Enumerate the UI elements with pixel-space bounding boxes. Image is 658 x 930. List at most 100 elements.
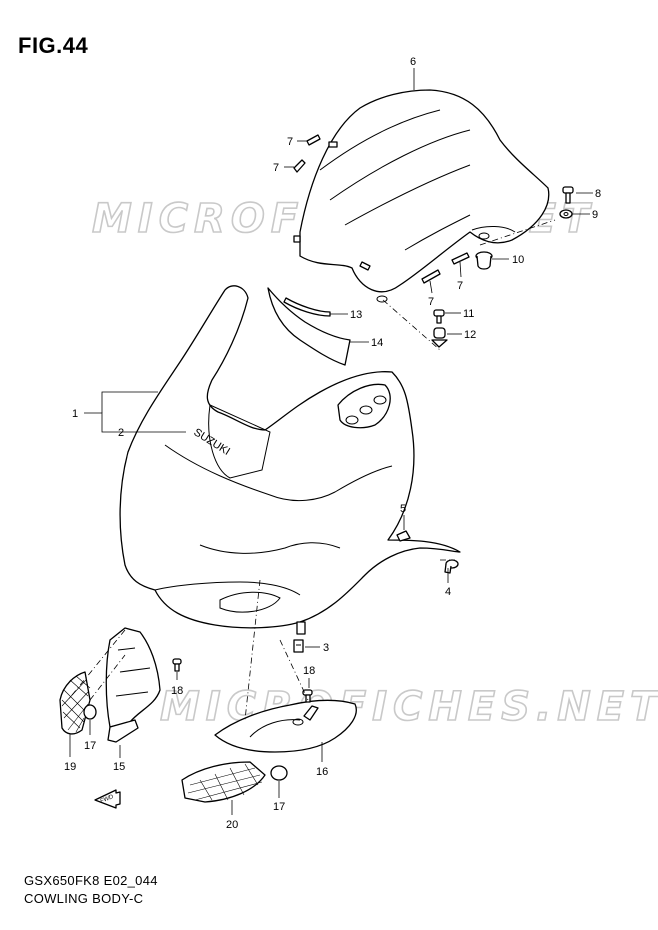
- lower-cover-hole: [292, 718, 304, 726]
- callout-20: 20: [226, 819, 238, 831]
- callout-7c: 7: [428, 296, 434, 308]
- washer-part-9: [559, 209, 573, 219]
- screw-part-8: [562, 186, 574, 204]
- leader-1-bracket: [84, 412, 128, 433]
- grommet-17-left-body: [83, 704, 97, 720]
- guide-lower-right: [279, 639, 309, 701]
- mirror-mount-hole-3: [373, 395, 387, 405]
- rubber-pad-7b: [293, 159, 306, 173]
- cowling-fastener-tab: [296, 621, 306, 635]
- screw-18-right-shank: [305, 694, 311, 703]
- windscreen-mount-hole-right: [478, 232, 490, 240]
- bolt-part-4: [444, 559, 459, 574]
- footer-model-code: GSX650FK8 E02_044: [24, 873, 158, 888]
- screw-head-11: [433, 309, 445, 317]
- cowling-lower-opening: [219, 591, 281, 613]
- windscreen-tab-edge: [471, 226, 516, 233]
- leader-7c: [429, 280, 433, 294]
- fwd-arrow-shape: [94, 789, 121, 809]
- callout-8: 8: [595, 188, 601, 200]
- callout-10: 10: [512, 254, 524, 266]
- callout-numbers: 6 7 7 7 7 8 9 10 11 12 13 14 1 2 5 4 3 1…: [64, 56, 601, 831]
- callout-5: 5: [400, 503, 406, 515]
- inner-panel-part-14: [267, 287, 351, 366]
- mirror-mount-hole-1: [345, 415, 359, 425]
- screw-18-left-shank: [174, 663, 180, 672]
- rubber-pad-7d: [451, 252, 470, 265]
- callout-18-left: 18: [171, 685, 183, 697]
- fwd-arrow-label: FWD: [100, 794, 116, 805]
- windscreen-reflection-4: [404, 214, 471, 251]
- callout-11: 11: [463, 308, 474, 320]
- footer-section-name: COWLING BODY-C: [24, 891, 144, 906]
- callout-3: 3: [323, 642, 329, 654]
- callout-4: 4: [445, 586, 451, 598]
- rubber-pads-part-7: [293, 134, 470, 284]
- bracket-part-3: [293, 639, 304, 653]
- mesh-grill-part-19: [59, 671, 91, 735]
- clip-part-5: [396, 530, 411, 542]
- windscreen-clip: [328, 141, 338, 148]
- callout-14: 14: [371, 337, 383, 349]
- windscreen-reflection-3: [344, 164, 471, 226]
- figure-title: FIG.44: [18, 33, 89, 58]
- mesh-net-outline-20: [181, 761, 266, 803]
- callout-17-right: 17: [273, 801, 285, 813]
- windscreen-mount-hole-bottom: [376, 295, 388, 303]
- callout-6: 6: [410, 56, 416, 68]
- windscreen-clip-left: [293, 235, 301, 243]
- windscreen-clip-small: [359, 261, 371, 271]
- callout-18-right: 18: [303, 665, 315, 677]
- cowling-badge-panel: [208, 404, 271, 479]
- screw-shank-8: [565, 192, 571, 204]
- grommet-body-12: [433, 327, 446, 339]
- nut-body-10: [476, 255, 492, 270]
- callout-7d: 7: [457, 280, 463, 292]
- cowling-chin-line: [154, 581, 301, 596]
- rubber-pad-7a: [306, 134, 321, 146]
- callout-7b: 7: [273, 162, 279, 174]
- leader-7d: [459, 261, 462, 278]
- bracket-body-3: [293, 639, 304, 653]
- lower-cover-tab: [303, 705, 319, 721]
- side-panel-part-15: [105, 627, 161, 728]
- grommet-part-12: [431, 327, 448, 348]
- windscreen-part-6: [293, 89, 550, 303]
- nut-part-10: [475, 251, 493, 270]
- screw-part-11: [433, 309, 445, 324]
- callout-12: 12: [464, 329, 476, 341]
- rubber-pad-7c: [421, 269, 441, 284]
- callout-1: 1: [72, 408, 78, 420]
- cowling-outline: [119, 285, 461, 629]
- callout-15: 15: [113, 761, 125, 773]
- grommet-17-right-body: [270, 765, 288, 781]
- guide-lower-left: [67, 629, 126, 701]
- callout-9: 9: [592, 209, 598, 221]
- callout-19: 19: [64, 761, 76, 773]
- screw-part-18-right: [302, 689, 313, 703]
- callout-7a: 7: [287, 136, 293, 148]
- callout-2: 2: [118, 427, 124, 439]
- cowling-body-crease: [164, 444, 393, 501]
- screw-18-left-head: [172, 658, 182, 665]
- side-panel-ribs: [115, 647, 151, 697]
- trim-strip-part-13: [283, 297, 331, 317]
- screw-shank-11: [436, 315, 442, 324]
- windscreen-reflection-1: [319, 109, 441, 171]
- guide-lower-center: [244, 579, 261, 721]
- windscreen-outline: [299, 89, 550, 293]
- grommet-part-17-right: [270, 765, 288, 781]
- grommet-part-17-left: [83, 704, 97, 720]
- windscreen-reflection-2: [329, 129, 471, 201]
- cowling-lower-crease: [199, 542, 341, 554]
- mesh-net-pattern-20: [187, 763, 263, 801]
- leader-1-top: [101, 391, 158, 413]
- mesh-net-part-20: [181, 761, 266, 803]
- screw-part-18-left: [172, 658, 182, 672]
- side-panel-foot: [107, 719, 139, 743]
- washer-hole-9: [563, 212, 569, 216]
- forward-direction-arrow: FWD: [94, 789, 121, 809]
- callout-17-left: 17: [84, 740, 96, 752]
